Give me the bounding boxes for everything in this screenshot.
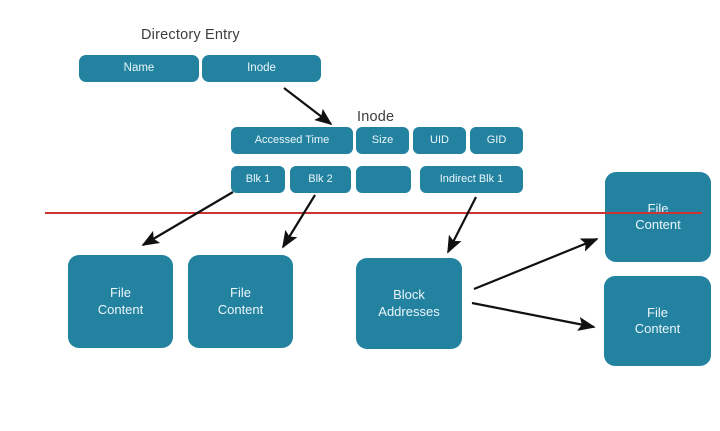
size-label: Size: [371, 133, 394, 146]
indirect-blk-1-field: Indirect Blk 1: [420, 166, 523, 193]
arrow-indirect-to-block-addresses: [447, 196, 477, 254]
indirect-blk-1-label: Indirect Blk 1: [439, 172, 504, 185]
name-field: Name: [79, 55, 199, 82]
gid-field: GID: [470, 127, 523, 154]
file-content-block-1: File Content: [68, 255, 173, 348]
file-content-block-3: File Content: [605, 172, 711, 262]
accessed-time-field: Accessed Time: [231, 127, 353, 154]
arrow-block-addresses-to-file-content-4: [471, 301, 596, 331]
inode-field-label: Inode: [247, 62, 276, 75]
uid-field: UID: [413, 127, 466, 154]
file-content-block-4: File Content: [604, 276, 711, 366]
size-field: Size: [356, 127, 409, 154]
accessed-time-label: Accessed Time: [254, 133, 330, 146]
file-content-block-2: File Content: [188, 255, 293, 348]
block-addresses-label: Block Addresses: [378, 287, 440, 319]
inode-label: Inode: [357, 109, 395, 125]
blk-1-field: Blk 1: [231, 166, 285, 193]
uid-label: UID: [430, 133, 449, 146]
directory-entry-label: Directory Entry: [141, 27, 240, 43]
file-content-block-2-label: File Content: [217, 285, 264, 317]
memory-disk-boundary-line: [45, 212, 702, 214]
file-content-block-4-label: File Content: [634, 304, 681, 336]
inode-field: Inode: [202, 55, 321, 82]
file-content-block-1-label: File Content: [97, 285, 144, 317]
empty-blk-field: [356, 166, 411, 193]
arrow-blk2-to-file-content-2: [282, 194, 316, 249]
gid-label: GID: [486, 133, 507, 146]
blk-2-field: Blk 2: [290, 166, 351, 193]
name-field-label: Name: [123, 62, 155, 75]
blk-2-label: Blk 2: [308, 172, 333, 185]
arrow-blk1-to-file-content-1: [141, 191, 234, 246]
arrow-inode-pointer: [283, 87, 333, 126]
file-content-block-3-label: File Content: [635, 200, 681, 232]
block-addresses-block: Block Addresses: [356, 258, 462, 349]
blk-1-label: Blk 1: [245, 172, 271, 185]
arrow-block-addresses-to-file-content-3: [473, 237, 599, 291]
